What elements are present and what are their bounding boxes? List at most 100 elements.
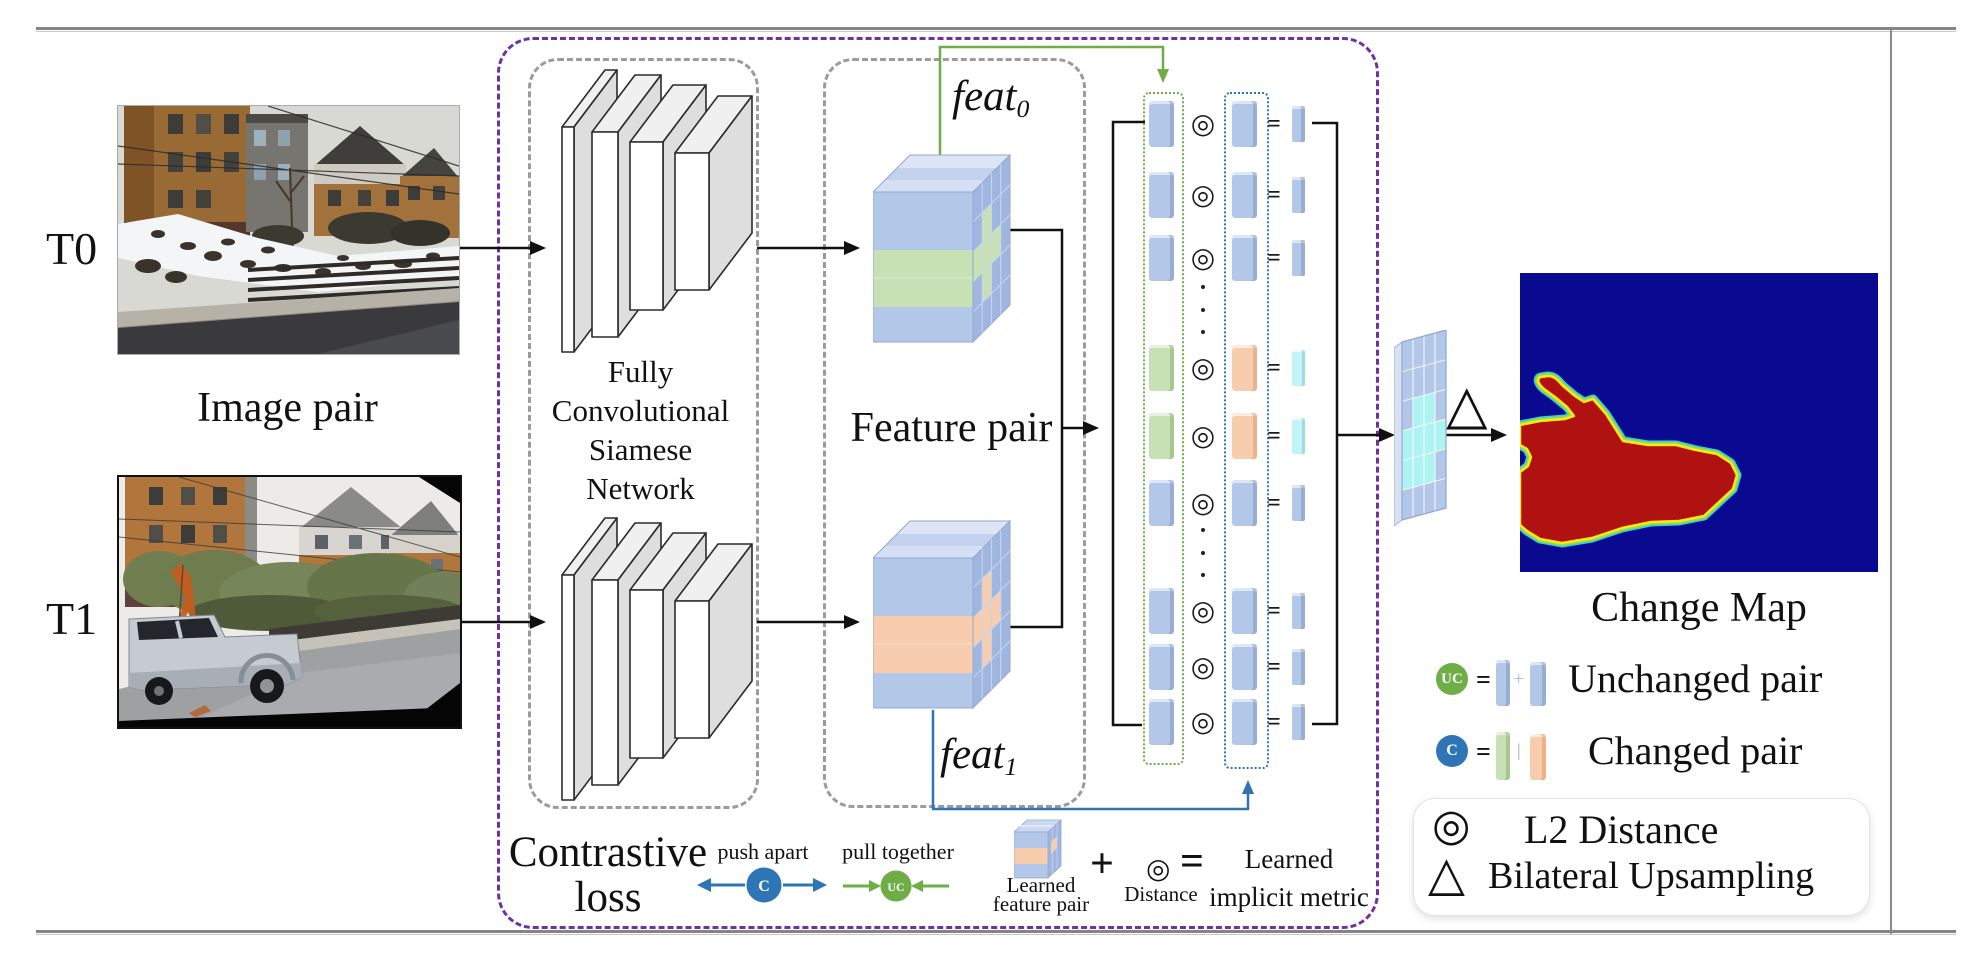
network-line-1: Fully bbox=[607, 354, 674, 389]
ellipsis-dot bbox=[1201, 528, 1205, 532]
feat0-cube bbox=[873, 153, 1012, 343]
ellipsis-dot bbox=[1201, 308, 1205, 312]
changed-pair-label: Changed pair bbox=[1588, 728, 1803, 773]
l2-distance-icon: ◎ bbox=[1190, 650, 1216, 683]
feat1-base: feat bbox=[940, 731, 1005, 778]
distance-result-vector-high bbox=[1292, 418, 1305, 454]
siamese-network-box bbox=[528, 58, 759, 809]
equals-sign: = bbox=[1267, 355, 1281, 381]
l2-distance-icon: ◎ bbox=[1190, 705, 1216, 738]
feat1-vector bbox=[1232, 235, 1257, 281]
distance-result-vector-high bbox=[1292, 350, 1305, 386]
distance-result-vector bbox=[1292, 177, 1305, 213]
frame-top-line-shadow bbox=[36, 30, 1956, 32]
equals-sign: = bbox=[1267, 423, 1281, 449]
distance-label: Distance bbox=[1124, 882, 1198, 906]
change-map-image bbox=[1520, 273, 1878, 572]
learned-pair-line-2: feature pair bbox=[992, 892, 1090, 916]
unchanged-vector-b bbox=[1530, 662, 1546, 706]
overall-method-box bbox=[497, 37, 1379, 929]
learned-pair-line-1: Learned bbox=[1006, 873, 1076, 897]
ellipsis-dot bbox=[1201, 551, 1205, 555]
l2-distance-icon: ◎ bbox=[1190, 419, 1216, 452]
contrastive-line-1: Contrastive bbox=[508, 829, 708, 876]
uc-badge-icon: UC bbox=[1436, 663, 1468, 695]
feature-pair-label: Feature pair bbox=[850, 405, 1053, 451]
push-pull-diagram: C UC bbox=[697, 867, 949, 903]
feat1-vector-changed bbox=[1232, 413, 1257, 459]
uc-plus-sep: + bbox=[1513, 668, 1525, 690]
learned-feature-pair-cube bbox=[1014, 819, 1062, 879]
equals-sign: = bbox=[1267, 490, 1281, 516]
feat1-vector bbox=[1232, 644, 1257, 690]
equals-sign: = bbox=[1267, 245, 1281, 271]
distance-result-vector bbox=[1292, 485, 1305, 521]
distance-result-vector bbox=[1292, 704, 1305, 740]
contrastive-loss-label: Contrastive loss bbox=[499, 830, 717, 920]
distance-result-vector bbox=[1292, 240, 1305, 276]
feat0-label: feat0 bbox=[952, 72, 1029, 124]
feat0-vector bbox=[1149, 172, 1174, 218]
push-apart-label: push apart bbox=[717, 839, 809, 864]
learned-feature-pair-label: Learned feature pair bbox=[966, 873, 1116, 916]
pull-together-label: pull together bbox=[842, 839, 954, 864]
changed-vector-a bbox=[1496, 732, 1510, 780]
l2-distance-icon: ◎ bbox=[1190, 486, 1216, 519]
feat0-vector bbox=[1149, 644, 1174, 690]
l2-distance-icon: ◎ bbox=[1190, 107, 1216, 140]
change-map-label: Change Map bbox=[1591, 585, 1807, 631]
feat1-vector-column-outline bbox=[1224, 92, 1269, 769]
network-line-2: Convolutional bbox=[551, 393, 730, 428]
equals-sign: = bbox=[1267, 111, 1281, 137]
bilateral-upsampling-label: Bilateral Upsampling bbox=[1488, 855, 1815, 897]
frame-bottom-line-shadow bbox=[36, 933, 1956, 935]
feat0-vector-changed bbox=[1149, 413, 1174, 459]
feat1-vector-changed bbox=[1232, 345, 1257, 391]
l2-distance-icon: ◎ bbox=[1190, 594, 1216, 627]
c-equals: = bbox=[1476, 737, 1491, 766]
feat1-vector bbox=[1232, 172, 1257, 218]
distance-result-vector bbox=[1292, 649, 1305, 685]
conv-stack-top bbox=[561, 69, 753, 353]
push-apart-c-icon: C bbox=[758, 878, 770, 895]
l2-distance-legend-icon: ◎ bbox=[1432, 800, 1471, 851]
equals-sign: = bbox=[1267, 182, 1281, 208]
network-line-4: Network bbox=[586, 471, 695, 506]
image-pair-label: Image pair bbox=[197, 385, 378, 431]
uc-equals: = bbox=[1476, 665, 1491, 694]
feat1-vector bbox=[1232, 101, 1257, 147]
learned-implicit-metric-label: Learned implicit metric bbox=[1208, 840, 1370, 916]
feat0-vector bbox=[1149, 699, 1174, 745]
conv-stack-bottom bbox=[561, 517, 753, 801]
ellipsis-dot bbox=[1201, 330, 1205, 334]
feat1-cube bbox=[873, 519, 1012, 709]
l2-distance-icon: ◎ bbox=[1190, 351, 1216, 384]
feat1-label: feat1 bbox=[940, 730, 1017, 782]
feat1-vector bbox=[1232, 588, 1257, 634]
frame-bottom-line bbox=[36, 930, 1956, 933]
equals-big-sign: = bbox=[1180, 839, 1204, 885]
metric-line-2: implicit metric bbox=[1209, 882, 1369, 912]
t1-photo bbox=[117, 475, 462, 729]
feat0-vector bbox=[1149, 588, 1174, 634]
l2-distance-icon: ◎ bbox=[1190, 178, 1216, 211]
feat1-vector bbox=[1232, 480, 1257, 526]
bilateral-upsampling-legend-icon: △ bbox=[1428, 846, 1465, 902]
frame-right-line bbox=[1890, 27, 1892, 934]
equals-sign: = bbox=[1267, 598, 1281, 624]
changed-vector-b bbox=[1530, 734, 1546, 780]
metric-line-1: Learned bbox=[1244, 844, 1334, 874]
feat0-vector-changed bbox=[1149, 345, 1174, 391]
contrastive-line-2: loss bbox=[574, 874, 642, 921]
t0-photo bbox=[117, 105, 460, 355]
network-line-3: Siamese bbox=[588, 432, 693, 467]
ellipsis-dot bbox=[1201, 285, 1205, 289]
distance-map bbox=[1394, 330, 1447, 527]
feat0-vector bbox=[1149, 235, 1174, 281]
l2-distance-label: L2 Distance bbox=[1524, 807, 1719, 852]
feat0-vector bbox=[1149, 101, 1174, 147]
siamese-network-label: Fully Convolutional Siamese Network bbox=[528, 352, 753, 508]
t0-label: T0 bbox=[46, 223, 98, 274]
pull-together-uc-icon: UC bbox=[887, 880, 904, 894]
